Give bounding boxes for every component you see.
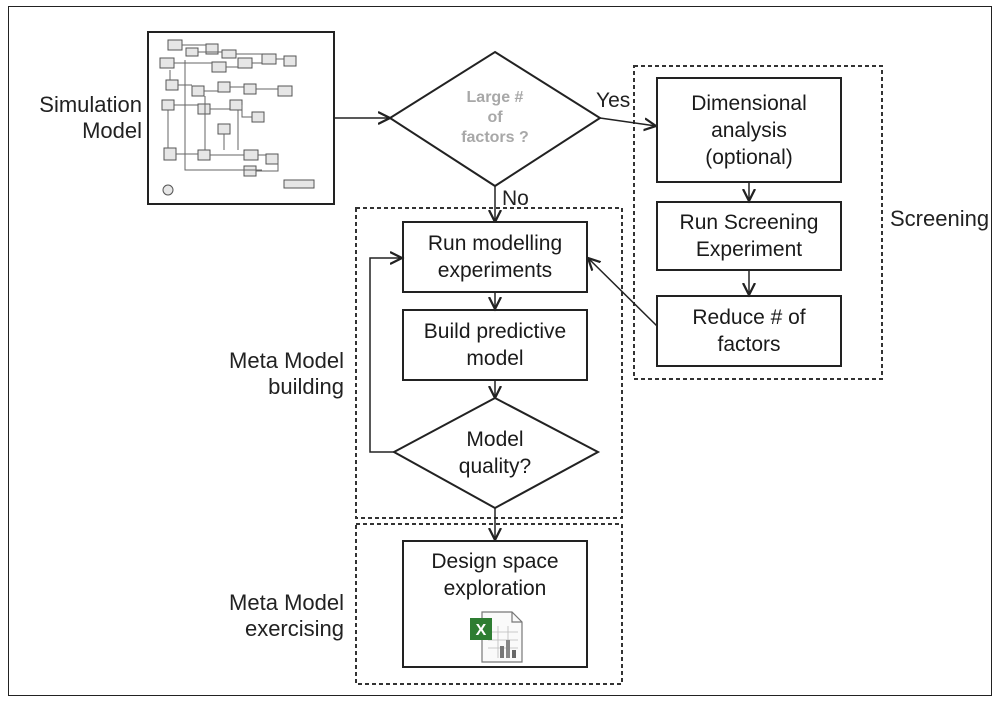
model-quality-text: Model quality? bbox=[458, 428, 532, 478]
build-predictive-box bbox=[402, 309, 588, 381]
meta-building-group bbox=[355, 207, 623, 519]
run-screening-text: Run Screening Experiment bbox=[679, 211, 819, 261]
meta-exercising-group bbox=[355, 523, 623, 685]
build-predictive-text: Build predictive model bbox=[423, 320, 567, 370]
run-modelling-text: Run modelling experiments bbox=[427, 232, 563, 282]
reduce-factors-box bbox=[656, 295, 842, 367]
decision-large-factors-text: Large # of factors ? bbox=[461, 89, 529, 146]
screening-label: Screening bbox=[890, 206, 990, 231]
simulation-model-thumbnail-icon bbox=[147, 31, 335, 205]
meta-model-building-label: Meta Model building bbox=[229, 348, 344, 399]
design-space-text: Design space exploration bbox=[431, 550, 559, 600]
run-modelling-box bbox=[402, 221, 588, 293]
dimensional-analysis-box bbox=[656, 77, 842, 183]
simulation-model-label: Simulation Model bbox=[39, 92, 142, 143]
svg-text:X: X bbox=[476, 622, 487, 639]
no-label: No bbox=[502, 187, 529, 210]
reduce-factors-text: Reduce # of factors bbox=[692, 306, 806, 356]
figure-frame bbox=[8, 6, 992, 696]
excel-spreadsheet-icon: X bbox=[470, 611, 523, 663]
meta-model-exercising-label: Meta Model exercising bbox=[229, 590, 344, 641]
dimensional-analysis-text: Dimensional analysis (optional) bbox=[691, 91, 807, 169]
yes-label: Yes bbox=[596, 89, 631, 112]
run-screening-box bbox=[656, 201, 842, 271]
